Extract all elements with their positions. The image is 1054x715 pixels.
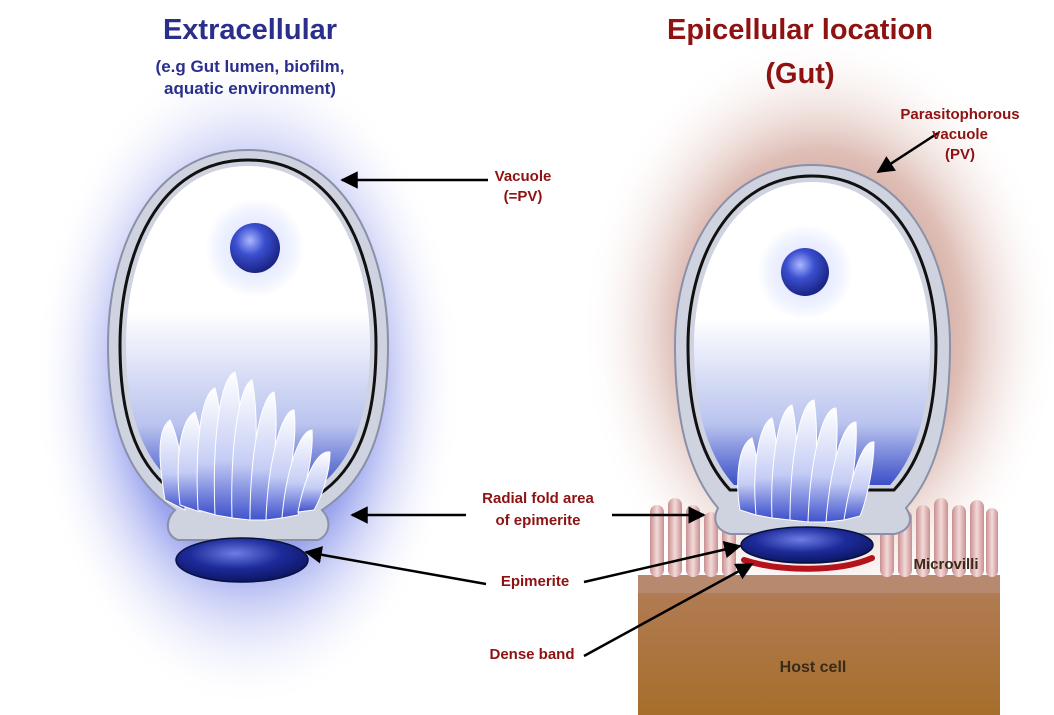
nucleus [781,248,829,296]
label-pv-line3: (PV) [890,146,1030,163]
left-panel-subtitle-line2: aquatic environment) [60,79,440,99]
right-panel-title-line1: Epicellular location [600,14,1000,47]
host-cell-apical-zone [638,575,1000,593]
left-panel-title: Extracellular [60,14,440,47]
right-panel-title-line2: (Gut) [600,58,1000,91]
label-epimerite: Epimerite [470,573,600,590]
left-panel-subtitle-line1: (e.g Gut lumen, biofilm, [60,57,440,77]
label-dense-band: Dense band [462,646,602,663]
label-radial-fold-line2: of epimerite [448,512,628,529]
label-vacuole-line2: (=PV) [468,188,578,205]
label-pv-line1: Parasitophorous [890,106,1030,123]
epimerite-body [741,527,873,563]
label-microvilli: Microvilli [890,556,1002,573]
nucleus [230,223,280,273]
epimerite-body [176,538,308,582]
label-host-cell: Host cell [748,659,878,677]
label-radial-fold-line1: Radial fold area [448,490,628,507]
label-pv-line2: vacuole [890,126,1030,143]
label-vacuole-line1: Vacuole [468,168,578,185]
